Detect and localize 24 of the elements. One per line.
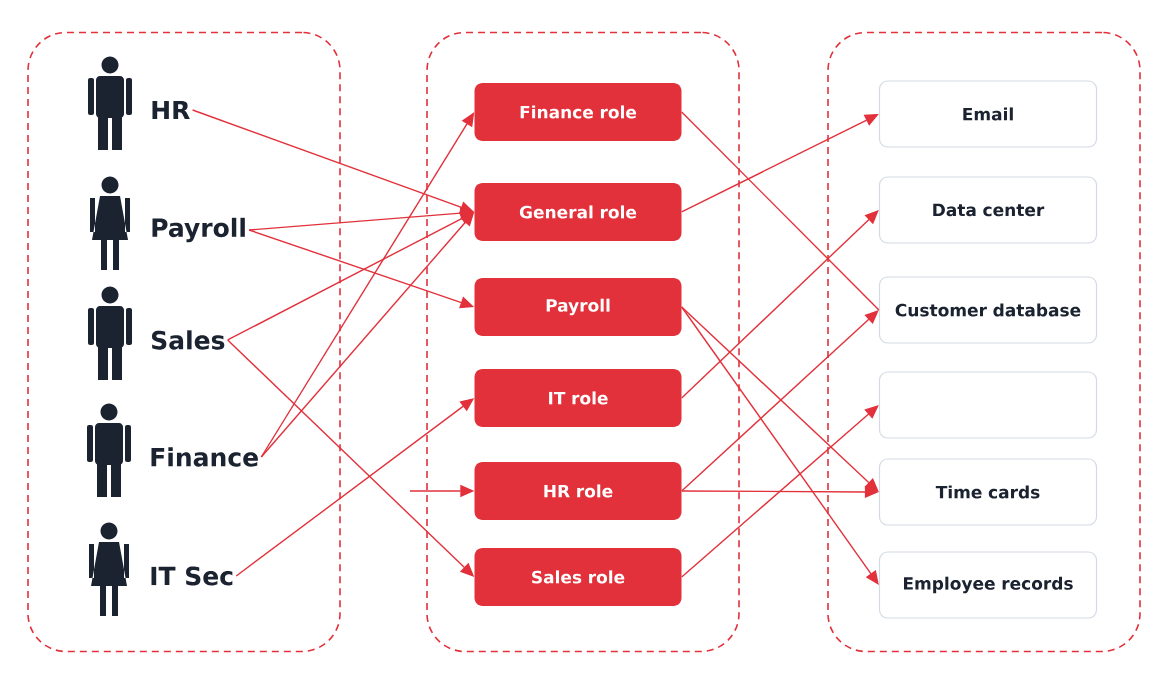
blank-box [878, 371, 1098, 439]
role-box: IT role [474, 369, 682, 427]
resource-box: Data center [878, 176, 1098, 244]
person-label: Payroll [152, 217, 245, 243]
arrow [681, 306, 879, 585]
group-frame [27, 31, 341, 653]
resource-box: Time cards [878, 458, 1098, 526]
group-frame [827, 31, 1141, 653]
arrow [681, 210, 879, 399]
arrow [260, 112, 475, 458]
person-label: Finance [151, 447, 258, 467]
group-frame [426, 31, 740, 653]
person-label: HR [152, 100, 190, 120]
role-box: HR role [474, 462, 682, 520]
person-label: IT Sec [151, 566, 233, 586]
resource-box: Customer database [878, 276, 1098, 344]
person-label: Sales [152, 330, 225, 350]
role-box: Sales role [474, 548, 682, 606]
resource-box: Email [878, 80, 1098, 148]
arrow [681, 405, 879, 578]
role-box: Finance role [474, 83, 682, 141]
role-box: General role [474, 183, 682, 241]
role-box: Payroll [474, 278, 682, 336]
resource-box: Employee records [878, 551, 1098, 619]
